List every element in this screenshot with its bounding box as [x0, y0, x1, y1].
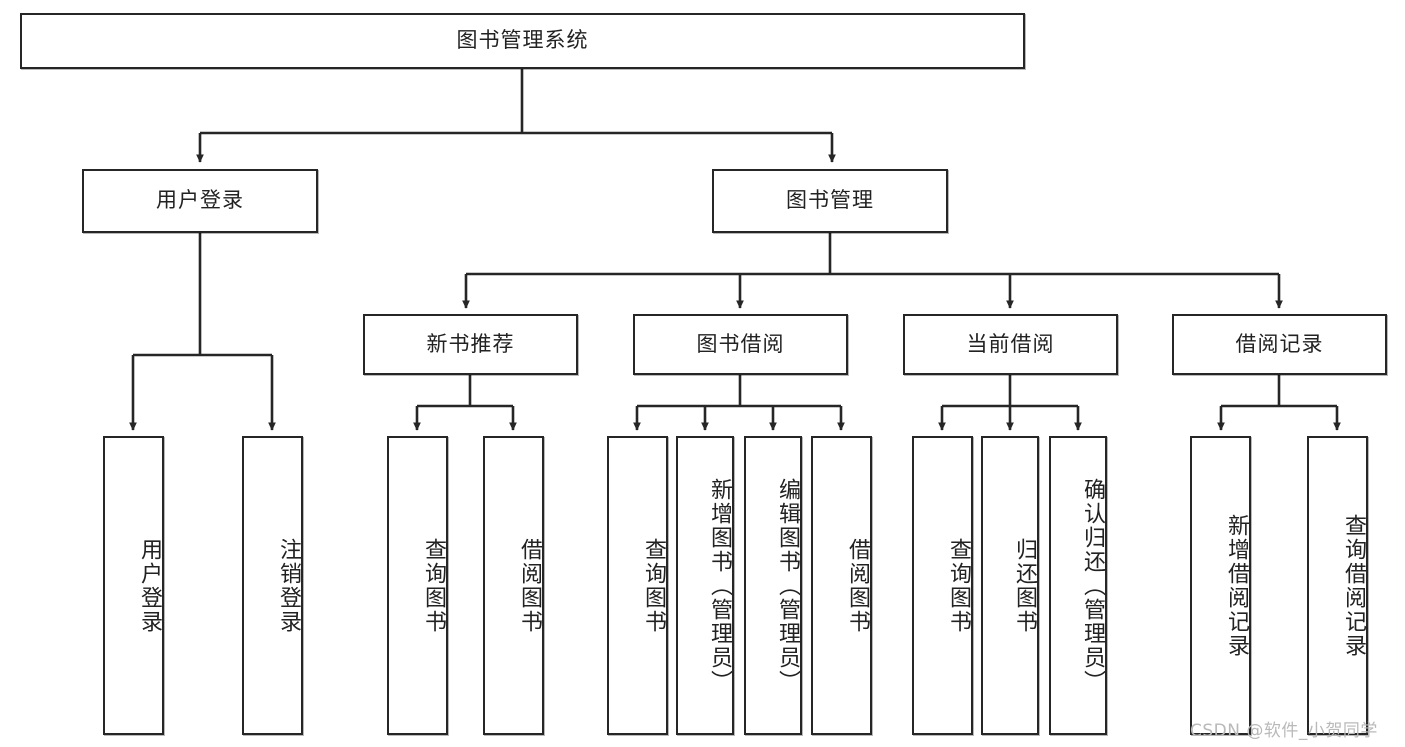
- node-current-borrow[interactable]: 当前借阅: [903, 314, 1118, 375]
- node-label: 图书管理: [786, 188, 874, 213]
- node-label: 编辑图书（管理员）: [775, 477, 800, 694]
- node-label: 查询图书: [641, 537, 666, 634]
- leaf-new-book-borrow-book[interactable]: 借阅图书: [483, 436, 544, 735]
- node-label: 新增图书（管理员）: [707, 477, 732, 694]
- node-label: 注销登录: [276, 537, 301, 634]
- node-label: 用户登录: [156, 188, 244, 213]
- leaf-book-borrow-edit-book-admin[interactable]: 编辑图书（管理员）: [744, 436, 802, 735]
- node-label: 图书借阅: [696, 331, 785, 356]
- node-label: 新书推荐: [426, 331, 515, 356]
- node-user-login[interactable]: 用户登录: [82, 169, 318, 233]
- leaf-borrow-record-add-record[interactable]: 新增借阅记录: [1190, 436, 1251, 735]
- node-label: 当前借阅: [966, 331, 1055, 356]
- leaf-new-book-query-book[interactable]: 查询图书: [387, 436, 448, 735]
- node-label: 查询图书: [421, 537, 446, 634]
- node-borrow-record[interactable]: 借阅记录: [1172, 314, 1387, 375]
- node-label: 确认归还（管理员）: [1080, 477, 1105, 694]
- watermark-text: CSDN @软件_小贺同学: [1190, 721, 1378, 741]
- node-book-management[interactable]: 图书管理: [712, 169, 948, 233]
- leaf-user-login-login[interactable]: 用户登录: [103, 436, 164, 735]
- node-root-book-management-system[interactable]: 图书管理系统: [20, 13, 1025, 69]
- node-book-borrow[interactable]: 图书借阅: [633, 314, 848, 375]
- leaf-current-borrow-query-book[interactable]: 查询图书: [912, 436, 973, 735]
- leaf-book-borrow-borrow-book[interactable]: 借阅图书: [811, 436, 872, 735]
- node-label: 新增借阅记录: [1224, 513, 1249, 658]
- node-label: 查询借阅记录: [1341, 513, 1366, 658]
- leaf-current-borrow-return-book[interactable]: 归还图书: [981, 436, 1039, 735]
- leaf-book-borrow-add-book-admin[interactable]: 新增图书（管理员）: [676, 436, 734, 735]
- node-label: 借阅图书: [517, 537, 542, 634]
- node-label: 图书管理系统: [456, 28, 589, 53]
- node-label: 借阅记录: [1235, 331, 1324, 356]
- node-label: 借阅图书: [845, 537, 870, 634]
- node-label: 归还图书: [1012, 537, 1037, 634]
- leaf-borrow-record-query-record[interactable]: 查询借阅记录: [1307, 436, 1368, 735]
- node-label: 用户登录: [137, 537, 162, 634]
- leaf-user-login-logout[interactable]: 注销登录: [242, 436, 303, 735]
- leaf-current-borrow-confirm-return-admin[interactable]: 确认归还（管理员）: [1049, 436, 1107, 735]
- leaf-book-borrow-query-book[interactable]: 查询图书: [607, 436, 668, 735]
- node-new-book-recommend[interactable]: 新书推荐: [363, 314, 578, 375]
- node-label: 查询图书: [946, 537, 971, 634]
